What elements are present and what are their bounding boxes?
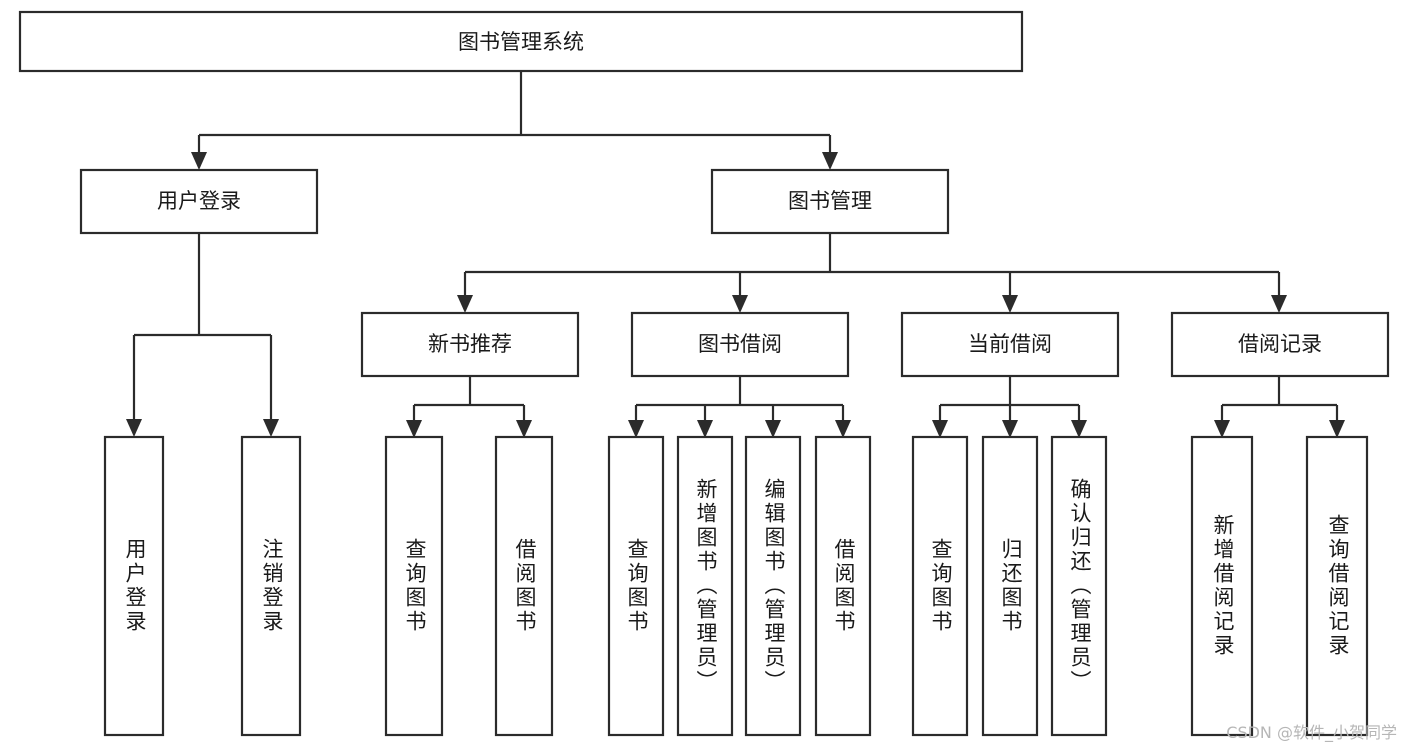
- node-leaf-add-book-label: 新增图书（管理员）: [694, 478, 718, 694]
- arrow-icon: [457, 295, 473, 313]
- node-leaf-query-book-1-box[interactable]: [384, 435, 444, 737]
- node-root-label: 图书管理系统: [458, 30, 584, 54]
- connector-group-new-book-recommend: [406, 376, 532, 438]
- node-leaf-query-book-2-box[interactable]: [607, 435, 665, 737]
- node-book-borrow-label: 图书借阅: [698, 332, 782, 356]
- node-book-borrow-box[interactable]: [630, 311, 850, 378]
- node-new-book-recommend-box[interactable]: [360, 311, 580, 378]
- node-leaf-borrow-book-1[interactable]: 借阅图书: [494, 435, 554, 737]
- node-leaf-query-book-2-label: 查询图书: [625, 538, 649, 634]
- node-leaf-query-book-1-label: 查询图书: [403, 538, 427, 634]
- node-leaf-query-book-3[interactable]: 查询图书: [911, 435, 969, 737]
- node-new-book-recommend[interactable]: 新书推荐: [360, 311, 580, 378]
- node-leaf-user-logout[interactable]: 注销登录: [240, 435, 302, 737]
- node-leaf-user-logout-box[interactable]: [240, 435, 302, 737]
- node-leaf-confirm-return-label: 确认归还（管理员）: [1068, 478, 1092, 694]
- connector-group-current-borrow: [932, 376, 1087, 438]
- node-leaf-query-book-1[interactable]: 查询图书: [384, 435, 444, 737]
- node-leaf-user-login[interactable]: 用户登录: [103, 435, 165, 737]
- connector-group-book-manage: [457, 233, 1287, 313]
- arrow-icon: [765, 420, 781, 438]
- node-leaf-confirm-return[interactable]: 确认归还（管理员）: [1050, 435, 1108, 737]
- arrow-icon: [516, 420, 532, 438]
- connector-group-book-borrow: [628, 376, 851, 438]
- connector-group-borrow-record: [1214, 376, 1345, 438]
- arrow-icon: [835, 420, 851, 438]
- node-user-login-box[interactable]: [79, 168, 319, 235]
- node-book-manage-box[interactable]: [710, 168, 950, 235]
- node-leaf-borrow-book-2-box[interactable]: [814, 435, 872, 737]
- arrow-icon: [1071, 420, 1087, 438]
- node-current-borrow-label: 当前借阅: [968, 332, 1052, 356]
- node-book-manage-label: 图书管理: [788, 189, 872, 213]
- node-user-login[interactable]: 用户登录: [79, 168, 319, 235]
- node-leaf-borrow-book-2[interactable]: 借阅图书: [814, 435, 872, 737]
- csdn-watermark: CSDN @软件_小贺同学: [1226, 723, 1397, 742]
- node-leaf-borrow-book-1-label: 借阅图书: [513, 538, 537, 634]
- node-book-manage[interactable]: 图书管理: [710, 168, 950, 235]
- arrow-icon: [1002, 420, 1018, 438]
- node-leaf-borrow-book-1-box[interactable]: [494, 435, 554, 737]
- node-borrow-record[interactable]: 借阅记录: [1170, 311, 1390, 378]
- arrow-icon: [1214, 420, 1230, 438]
- node-leaf-query-record-box[interactable]: [1305, 435, 1369, 737]
- arrow-icon: [191, 152, 207, 170]
- node-book-borrow[interactable]: 图书借阅: [630, 311, 850, 378]
- arrow-icon: [732, 295, 748, 313]
- node-new-book-recommend-label: 新书推荐: [428, 332, 512, 356]
- node-leaf-edit-book[interactable]: 编辑图书（管理员）: [744, 435, 802, 737]
- node-leaf-add-book-box[interactable]: [676, 435, 734, 737]
- node-leaf-query-book-3-label: 查询图书: [929, 538, 953, 634]
- arrow-icon: [406, 420, 422, 438]
- node-leaf-add-book[interactable]: 新增图书（管理员）: [676, 435, 734, 737]
- arrow-icon: [628, 420, 644, 438]
- node-borrow-record-label: 借阅记录: [1238, 332, 1322, 356]
- node-leaf-return-book-box[interactable]: [981, 435, 1039, 737]
- node-leaf-return-book[interactable]: 归还图书: [981, 435, 1039, 737]
- node-leaf-confirm-return-box[interactable]: [1050, 435, 1108, 737]
- node-leaf-add-record-label: 新增借阅记录: [1211, 514, 1235, 658]
- node-leaf-query-book-2[interactable]: 查询图书: [607, 435, 665, 737]
- node-leaf-query-book-3-box[interactable]: [911, 435, 969, 737]
- arrow-icon: [126, 419, 142, 437]
- node-leaf-user-login-box[interactable]: [103, 435, 165, 737]
- node-root-box[interactable]: [18, 10, 1024, 73]
- arrow-icon: [932, 420, 948, 438]
- node-leaf-borrow-book-2-label: 借阅图书: [832, 538, 856, 634]
- arrow-icon: [1329, 420, 1345, 438]
- node-current-borrow[interactable]: 当前借阅: [900, 311, 1120, 378]
- node-leaf-query-record-label: 查询借阅记录: [1326, 514, 1350, 658]
- connector-group-user-login: [126, 233, 279, 437]
- arrow-icon: [822, 152, 838, 170]
- node-leaf-return-book-label: 归还图书: [999, 538, 1023, 634]
- arrow-icon: [1002, 295, 1018, 313]
- node-user-login-label: 用户登录: [157, 189, 241, 213]
- node-leaf-user-login-label: 用户登录: [123, 538, 147, 634]
- arrow-icon: [697, 420, 713, 438]
- node-leaf-add-record-box[interactable]: [1190, 435, 1254, 737]
- node-leaf-edit-book-label: 编辑图书（管理员）: [762, 478, 786, 694]
- arrow-icon: [1271, 295, 1287, 313]
- node-leaf-query-record[interactable]: 查询借阅记录: [1305, 435, 1369, 737]
- node-leaf-user-logout-label: 注销登录: [260, 538, 284, 634]
- node-leaf-edit-book-box[interactable]: [744, 435, 802, 737]
- node-current-borrow-box[interactable]: [900, 311, 1120, 378]
- node-borrow-record-box[interactable]: [1170, 311, 1390, 378]
- arrow-icon: [263, 419, 279, 437]
- node-root[interactable]: 图书管理系统: [18, 10, 1024, 73]
- connector-group-root: [191, 71, 838, 170]
- node-leaf-add-record[interactable]: 新增借阅记录: [1190, 435, 1254, 737]
